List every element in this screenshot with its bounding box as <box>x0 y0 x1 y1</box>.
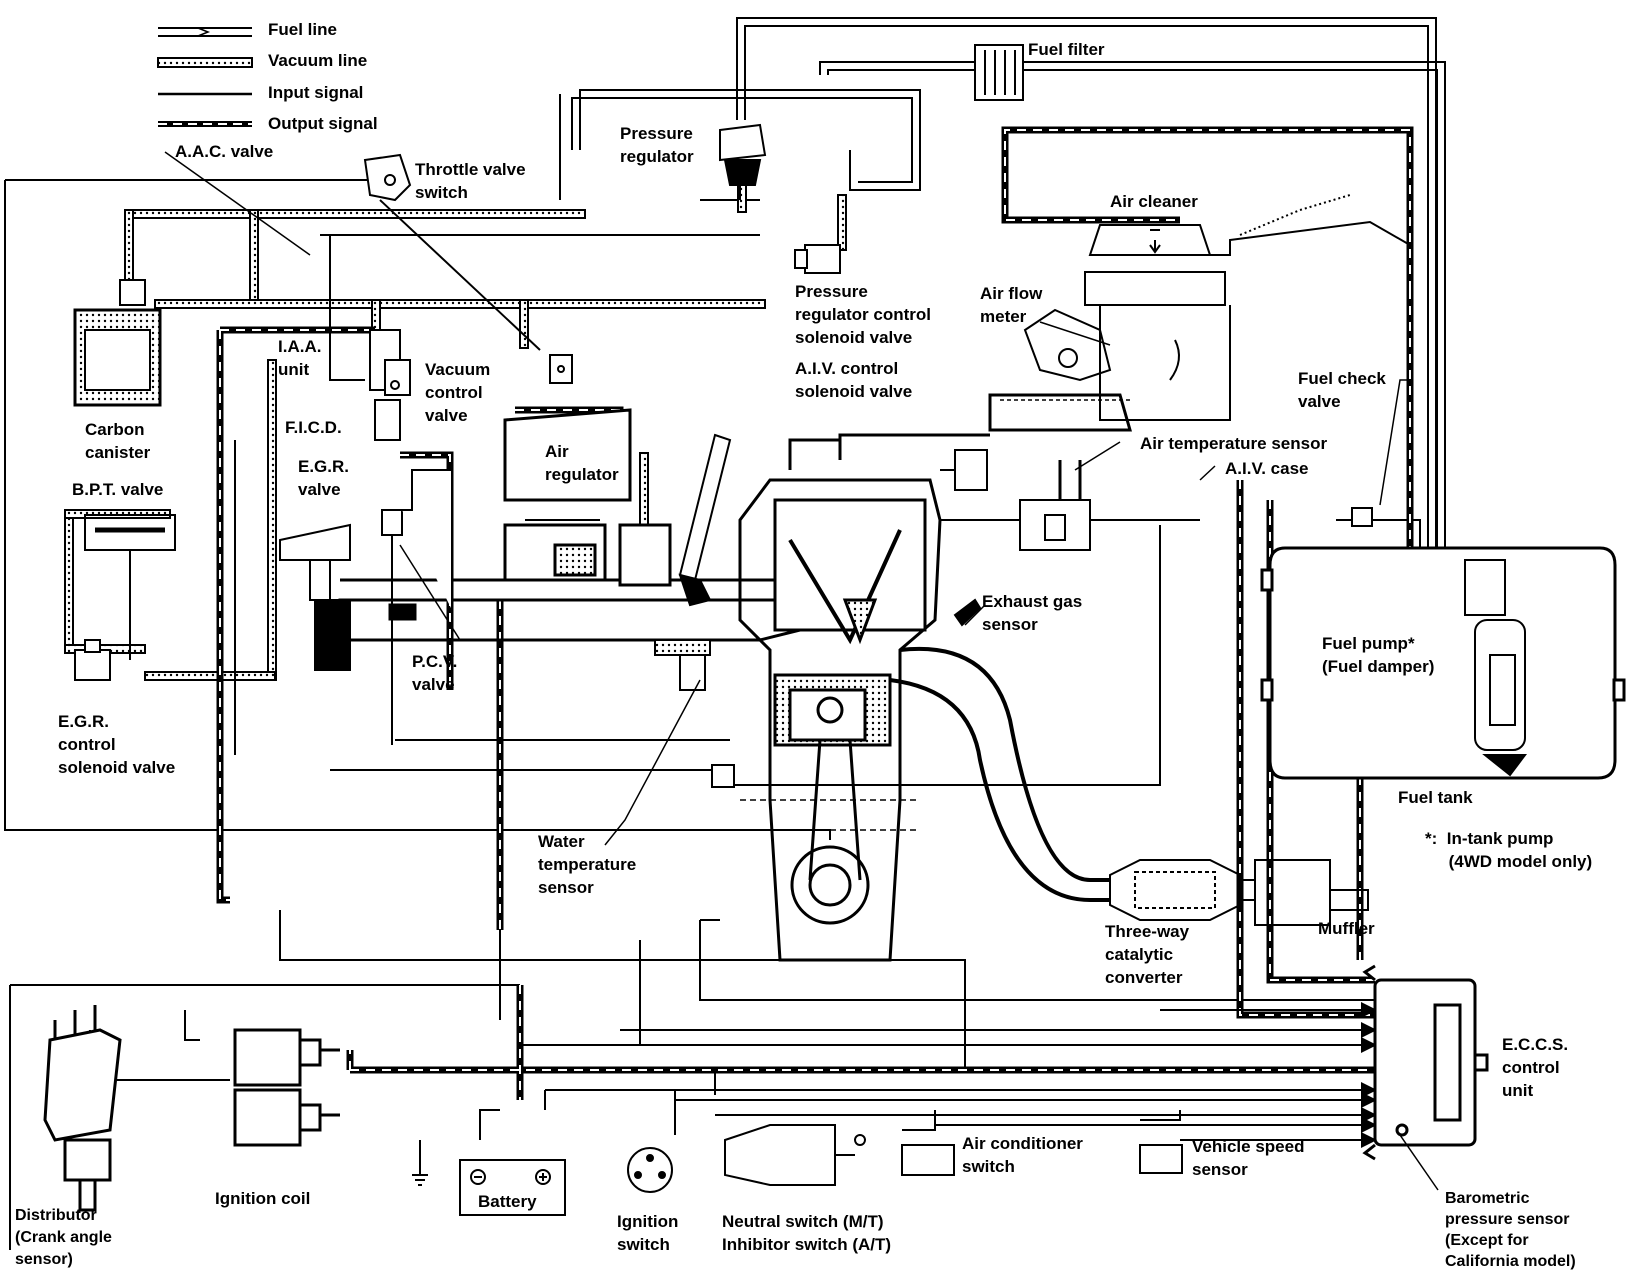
legend <box>157 27 253 127</box>
label-pcv-valve: P.C.V. valve <box>412 652 458 694</box>
label-air-conditioner-switch: Air conditioner switch <box>962 1134 1083 1176</box>
label-carbon-canister: Carbon canister <box>85 420 151 462</box>
legend-input-signal-label: Input signal <box>268 83 364 102</box>
label-battery: Battery <box>478 1192 537 1211</box>
label-ignition-switch: Ignition switch <box>617 1212 679 1254</box>
label-aiv-control-solenoid-valve: A.I.V. control solenoid valve <box>795 359 913 401</box>
eccs-control-unit <box>1362 964 1489 1161</box>
label-in-tank-pump-note: *: In-tank pump (4WD model only) <box>1425 829 1593 871</box>
fuel-injector <box>678 433 732 607</box>
label-barometric-pressure-sensor: Barometric pressure sensor (Except for C… <box>1445 1190 1576 1270</box>
label-vacuum-control-valve: Vacuum control valve <box>425 360 491 425</box>
legend-fuel-line-label: Fuel line <box>268 20 337 39</box>
pressure-regulator <box>719 123 767 200</box>
fuel-filter <box>974 44 1024 101</box>
pressure-regulator-solenoid <box>794 244 841 274</box>
air-cleaner <box>1084 194 1411 421</box>
neutral-switch <box>724 1124 866 1186</box>
catalytic-converter <box>1109 859 1241 921</box>
fuel-pump <box>1464 559 1527 777</box>
vehicle-speed-sensor <box>1139 1144 1183 1174</box>
aiv-case <box>1019 460 1091 551</box>
label-air-flow-meter: Air flow meter <box>980 284 1043 326</box>
ignition-switch <box>627 1147 673 1193</box>
label-ficd: F.I.C.D. <box>285 418 342 437</box>
label-air-temperature-sensor: Air temperature sensor <box>1140 434 1328 453</box>
label-bpt-valve: B.P.T. valve <box>72 480 164 499</box>
label-ignition-coil: Ignition coil <box>215 1189 311 1208</box>
label-vehicle-speed-sensor: Vehicle speed sensor <box>1192 1137 1305 1179</box>
label-air-cleaner: Air cleaner <box>1110 192 1198 211</box>
air-temp-junction <box>711 764 735 788</box>
air-flow-meter <box>1023 308 1180 382</box>
aiv-control-solenoid <box>940 449 988 491</box>
egr-valve <box>279 523 351 671</box>
battery <box>412 1140 566 1216</box>
pcv-valve <box>381 469 453 745</box>
label-aiv-case: A.I.V. case <box>1225 459 1309 478</box>
fuel-lines <box>559 17 1446 600</box>
air-conditioner-switch <box>901 1144 955 1176</box>
leader-lines <box>164 151 1439 1191</box>
carbon-canister <box>73 279 162 407</box>
fuel-tank <box>1260 546 1626 780</box>
label-fuel-tank: Fuel tank <box>1398 788 1473 807</box>
label-fuel-filter: Fuel filter <box>1028 40 1105 59</box>
label-fuel-pump: Fuel pump* (Fuel damper) <box>1322 634 1435 676</box>
label-iaa-unit: I.A.A. unit <box>278 337 322 379</box>
air-regulator <box>503 408 672 587</box>
label-air-regulator: Air regulator <box>545 442 619 484</box>
exhaust-gas-sensor <box>953 598 982 627</box>
distributor <box>43 1005 122 1212</box>
water-temperature-sensor-part <box>654 639 711 691</box>
egr-control-solenoid <box>74 639 111 681</box>
legend-output-signal-label: Output signal <box>268 114 378 133</box>
iaa-unit <box>369 329 411 441</box>
legend-fuel-line-symbol <box>158 27 252 37</box>
legend-vacuum-line-label: Vacuum line <box>268 51 368 70</box>
label-pressure-regulator: Pressure regulator <box>620 124 694 166</box>
label-egr-control-solenoid-valve: E.G.R. control solenoid valve <box>58 712 176 777</box>
fuel-check-valve <box>1351 507 1373 527</box>
intake-manifold <box>338 578 803 642</box>
label-three-way-catalytic-converter: Three-way catalytic converter <box>1105 922 1190 987</box>
muffler <box>1240 859 1369 926</box>
label-water-temperature-sensor: Water temperature sensor <box>538 832 637 897</box>
label-egr-valve: E.G.R. valve <box>298 457 350 499</box>
intake-duct <box>788 393 1132 470</box>
eccs-input-arrows <box>520 1002 1377 1148</box>
label-fuel-check-valve: Fuel check valve <box>1298 369 1386 411</box>
label-distributor: Distributor (Crank angle sensor) <box>15 1207 112 1268</box>
label-neutral-switch: Neutral switch (M/T) Inhibitor switch (A… <box>722 1212 892 1254</box>
label-exhaust-gas-sensor: Exhaust gas sensor <box>982 592 1083 634</box>
label-throttle-valve-switch: Throttle valve switch <box>415 160 526 202</box>
label-pressure-regulator-control-solenoid-valve: Pressure regulator control solenoid valv… <box>795 282 932 347</box>
throttle-valve-switch <box>363 153 541 351</box>
ignition-coils <box>233 1028 340 1147</box>
aac-valve <box>549 354 573 384</box>
label-eccs-control-unit: E.C.C.S. control unit <box>1502 1035 1569 1100</box>
label-aac-valve: A.A.C. valve <box>175 142 274 161</box>
engine-block <box>738 478 942 962</box>
legend-vacuum-line-symbol <box>157 57 253 68</box>
exhaust-pipe <box>889 646 1110 902</box>
bpt-valve <box>84 514 176 660</box>
label-muffler: Muffler <box>1318 919 1375 938</box>
